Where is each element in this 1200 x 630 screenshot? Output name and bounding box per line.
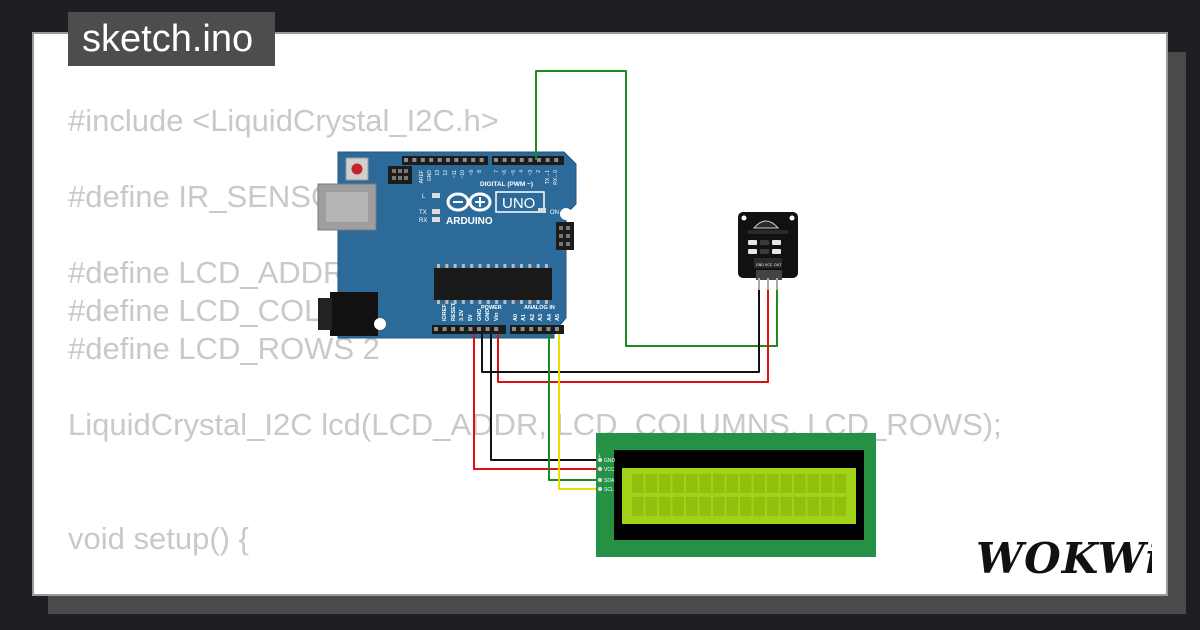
power-pin-label: GND <box>477 309 483 321</box>
analog-pin-label: A5 <box>555 314 561 321</box>
wire-lcd-vcc <box>473 334 600 470</box>
lcd-pin-label-sda: SDA <box>604 478 615 484</box>
led-label-l: L <box>422 194 426 200</box>
power-jack <box>330 292 378 336</box>
analog-header-label: ANALOG IN <box>524 305 555 311</box>
wire-lcd-scl <box>558 334 600 490</box>
digital-pin-label: 2 <box>536 170 542 173</box>
led-on <box>538 208 546 213</box>
icsp-header-right <box>556 222 574 250</box>
power-pin-label: GND <box>485 309 491 321</box>
analog-pin-label: A3 <box>538 314 544 321</box>
wokwi-logo-text: WOKWi <box>976 534 1152 583</box>
digital-pin-label: AREF <box>419 170 425 183</box>
lcd-pin-label-vcc: VCC <box>604 467 615 473</box>
digital-pin-label: ~9 <box>469 170 475 176</box>
digital-pins <box>404 158 559 162</box>
icsp-header <box>388 166 412 184</box>
led-rx <box>432 217 440 222</box>
digital-pin-label: RX←0 <box>553 170 559 185</box>
wire-ir-out <box>535 70 778 347</box>
code-line: void setup() { <box>68 521 249 556</box>
digital-header-label: DIGITAL (PWM ~) <box>480 181 533 188</box>
digital-pin-label: 12 <box>443 170 449 176</box>
wire-lcd-sda <box>548 334 600 481</box>
led-tx <box>432 209 440 214</box>
led-label-tx: TX <box>419 210 427 216</box>
lcd-16x2-display[interactable]: 1 GND VCC SDA SCL <box>596 433 876 557</box>
digital-pin-label: TX→1 <box>545 170 551 184</box>
digital-pin-label: 7 <box>494 170 500 173</box>
code-line: #define LCD_ADDR <box>68 255 346 290</box>
board-brand: ARDUINO <box>446 216 493 227</box>
ir-receiver-dome <box>752 220 780 229</box>
power-pin-label: Vin <box>494 312 500 321</box>
power-pin-label: 5V <box>468 314 474 321</box>
lcd-screen <box>622 468 856 524</box>
digital-header-high <box>402 156 488 165</box>
lcd-pin-label-scl: SCL <box>604 487 614 493</box>
board-model: UNO <box>502 195 535 212</box>
led-label-on: ON <box>550 210 559 216</box>
led-l <box>432 193 440 198</box>
ir-sensor-module[interactable]: GND VCC OUT <box>738 212 798 292</box>
wire-lcd-gnd <box>490 334 600 461</box>
analog-pin-label: A4 <box>547 313 553 321</box>
power-pin-label: RESET <box>451 302 457 321</box>
analog-pin-label: A2 <box>530 314 536 321</box>
bottom-pins <box>434 327 559 331</box>
digital-pin-label: 13 <box>435 170 441 176</box>
wire-ir-gnd <box>481 290 760 373</box>
code-line: #define LCD_ROWS 2 <box>68 331 380 366</box>
wires <box>473 70 778 490</box>
code-line: #include <LiquidCrystal_I2C.h> <box>68 103 499 138</box>
lcd-pin-one-marker: 1 <box>598 453 601 458</box>
digital-pin-label: 4 <box>519 170 525 173</box>
digital-pin-label: ~11 <box>452 170 458 178</box>
digital-pin-label: ~10 <box>460 170 466 179</box>
wire-ir-vcc <box>497 290 769 383</box>
digital-pin-label: 8 <box>477 170 483 173</box>
digital-pin-label: ~5 <box>511 170 517 176</box>
power-header-label: POWER <box>481 305 502 311</box>
file-tab-label: sketch.ino <box>82 18 254 60</box>
led-label-rx: RX <box>419 218 427 224</box>
power-pin-label: 3.3V <box>459 309 465 321</box>
ir-pin-label-vcc: VCC <box>765 263 773 267</box>
analog-header <box>510 325 564 334</box>
atmega-chip <box>434 264 552 304</box>
lcd-i2c-pins <box>597 457 603 492</box>
ir-pin-label-out: OUT <box>774 263 782 267</box>
file-tab[interactable]: sketch.ino <box>68 12 276 66</box>
power-pin-label: IOREF <box>442 304 448 321</box>
digital-pin-label: GND <box>427 170 433 182</box>
digital-pin-label: ~6 <box>502 170 508 176</box>
wokwi-logo[interactable]: WOKWi <box>976 534 1152 584</box>
analog-pin-label: A0 <box>513 314 519 321</box>
lcd-pin-label-gnd: GND <box>604 458 616 464</box>
analog-pin-label: A1 <box>521 314 527 321</box>
digital-pin-label: ~3 <box>528 170 534 176</box>
ir-pin-label-gnd: GND <box>756 263 764 267</box>
arduino-infinity-logo <box>446 192 492 212</box>
lcd-character-cells <box>632 474 846 516</box>
digital-header-low <box>492 156 564 165</box>
